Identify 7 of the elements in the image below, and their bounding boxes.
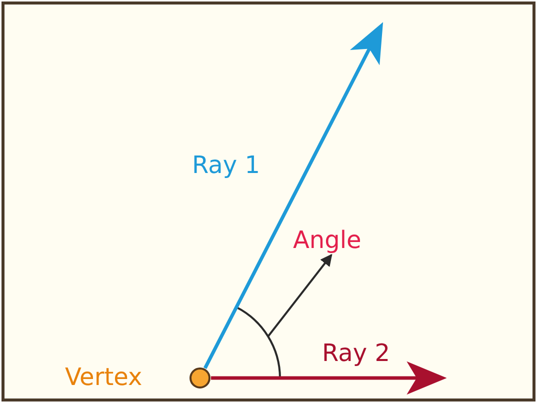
- leader-arrow: [267, 254, 332, 337]
- ray-label: Ray 2: [322, 338, 390, 368]
- ray-label: Ray 1: [192, 150, 260, 180]
- ray-arrow: [211, 361, 447, 395]
- vertex-label: Vertex: [65, 362, 142, 392]
- ray-arrow: [203, 22, 384, 370]
- angle-label: Angle: [293, 225, 393, 255]
